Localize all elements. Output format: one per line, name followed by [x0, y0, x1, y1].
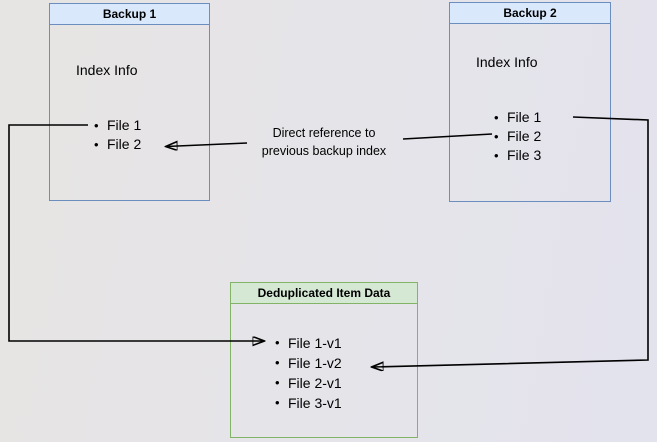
list-item: • File 3 — [494, 146, 541, 165]
backup2-index-info-label: Index Info — [476, 54, 538, 70]
backup2-file-list: • File 1 • File 2 • File 3 — [494, 108, 541, 165]
dedup-item-3: File 2-v1 — [288, 375, 342, 391]
edge-label-direct-reference: Direct reference to previous backup inde… — [240, 124, 408, 160]
backup2-file-2: File 2 — [507, 128, 542, 144]
bullet-icon: • — [94, 118, 99, 133]
list-item: • File 1-v2 — [275, 353, 342, 373]
backup1-file-2: File 2 — [107, 136, 142, 152]
backup2-file-3: File 3 — [507, 147, 542, 163]
bullet-icon: • — [275, 335, 280, 350]
backup2-node: Backup 2 — [449, 2, 611, 202]
bullet-icon: • — [275, 375, 280, 390]
dedup-item-list: • File 1-v1 • File 1-v2 • File 2-v1 • Fi… — [275, 333, 342, 413]
bullet-icon: • — [275, 395, 280, 410]
bullet-icon: • — [275, 355, 280, 370]
dedup-item-4: File 3-v1 — [288, 395, 342, 411]
backup1-file-list: • File 1 • File 2 — [94, 116, 141, 154]
list-item: • File 3-v1 — [275, 393, 342, 413]
list-item: • File 1 — [494, 108, 541, 127]
list-item: • File 2-v1 — [275, 373, 342, 393]
backup1-title: Backup 1 — [50, 4, 209, 25]
backup2-title: Backup 2 — [450, 3, 610, 24]
backup1-node: Backup 1 — [49, 3, 210, 201]
bullet-icon: • — [494, 148, 499, 163]
dedup-node: Deduplicated Item Data — [230, 282, 418, 438]
dedup-item-2: File 1-v2 — [288, 355, 342, 371]
list-item: • File 1-v1 — [275, 333, 342, 353]
dedup-item-1: File 1-v1 — [288, 335, 342, 351]
edge-label-line2: previous backup index — [261, 144, 387, 158]
backup1-index-info-label: Index Info — [76, 62, 138, 78]
bullet-icon: • — [494, 110, 499, 125]
dedup-title: Deduplicated Item Data — [231, 283, 417, 304]
edge-label-line1: Direct reference to — [272, 126, 376, 140]
list-item: • File 2 — [494, 127, 541, 146]
bullet-icon: • — [494, 129, 499, 144]
backup2-file-1: File 1 — [507, 109, 542, 125]
list-item: • File 2 — [94, 135, 141, 154]
list-item: • File 1 — [94, 116, 141, 135]
bullet-icon: • — [94, 137, 99, 152]
backup1-file-1: File 1 — [107, 117, 142, 133]
